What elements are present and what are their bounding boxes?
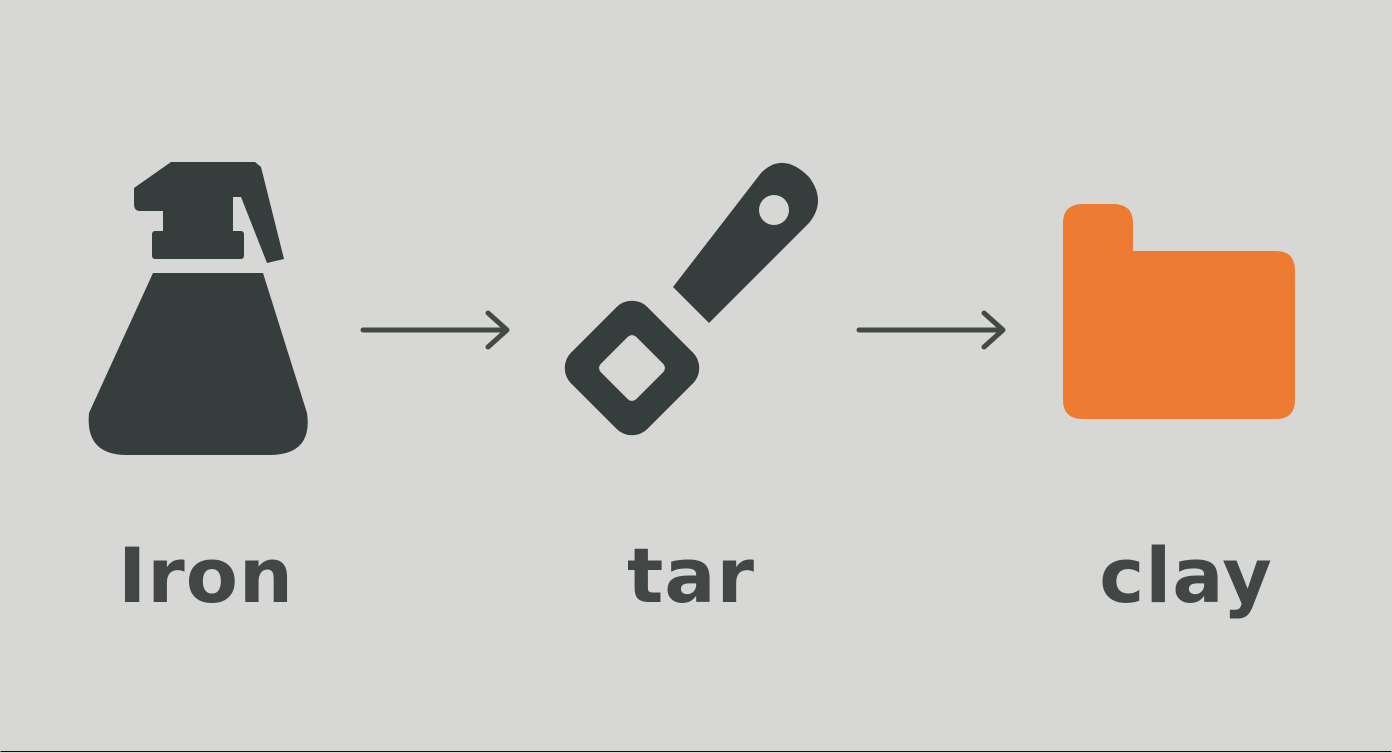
folder-icon [1063,204,1295,419]
spray-bottle-icon [88,162,308,455]
spatula-icon [564,162,818,436]
arrow-1 [360,310,510,350]
step-label-clay: clay [1099,531,1273,620]
arrow-2 [856,310,1006,350]
step-label-tar: tar [626,531,756,620]
step-label-iron: Iron [117,531,295,620]
